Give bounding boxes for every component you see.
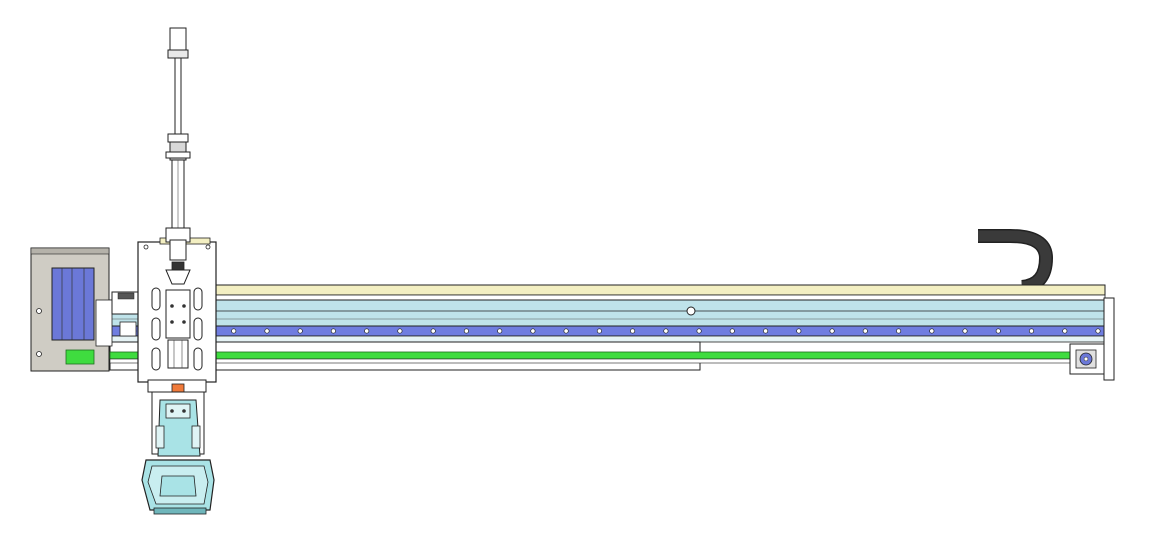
rail-bolt — [330, 328, 336, 334]
rail-bolt — [430, 328, 436, 334]
slide-block — [165, 289, 191, 339]
rail-bolt — [1028, 328, 1035, 334]
rail-bolt-strip — [109, 325, 1109, 337]
gripper — [141, 379, 215, 515]
rail-bolt — [530, 328, 536, 334]
rail-bolt — [630, 328, 636, 334]
rail-bolt — [929, 328, 935, 334]
rail-bolt — [1095, 328, 1101, 334]
rail-bolt — [962, 328, 968, 334]
belt-upper — [109, 351, 1101, 360]
rail-under-strip — [109, 335, 1109, 343]
top-strip-lower — [204, 294, 1106, 301]
cable-carrier — [978, 229, 1054, 294]
rail-bolt — [696, 328, 702, 334]
rail-bolt — [763, 328, 769, 334]
rail-bolt — [796, 328, 802, 334]
rail-bolt — [663, 328, 669, 334]
motor — [30, 247, 113, 372]
cable-carrier-hook-fill — [978, 230, 1052, 293]
rail-bolt — [297, 328, 303, 334]
carriage — [137, 227, 217, 383]
vertical-actuator — [165, 27, 191, 231]
rail-bolt — [397, 328, 403, 334]
rail-bolt — [364, 328, 370, 334]
rail-bolt — [264, 328, 270, 334]
rail-clamp — [111, 291, 139, 337]
rail-bolt — [563, 328, 569, 334]
belt-lower-band — [109, 358, 1101, 364]
rail-bolt — [729, 328, 735, 334]
motor-pulley — [65, 349, 95, 365]
rail-bolt — [829, 328, 835, 334]
rail-bolt — [862, 328, 868, 334]
rail-bolt — [596, 328, 602, 334]
rail-bolt — [1062, 328, 1068, 334]
drive-belt — [109, 341, 1101, 371]
rail-bolt — [463, 328, 469, 334]
rail-profile — [109, 299, 1111, 327]
rail-marker — [686, 306, 696, 316]
rail-bolt — [995, 328, 1001, 334]
motor-body — [51, 267, 95, 341]
rail-end-plate — [1103, 297, 1115, 381]
rail-bolt — [497, 328, 503, 334]
actuator-rod — [174, 57, 182, 137]
end-idler — [1069, 343, 1105, 375]
rail-bolt — [231, 328, 237, 334]
rail-bolt — [896, 328, 902, 334]
top-strip — [204, 284, 1106, 296]
